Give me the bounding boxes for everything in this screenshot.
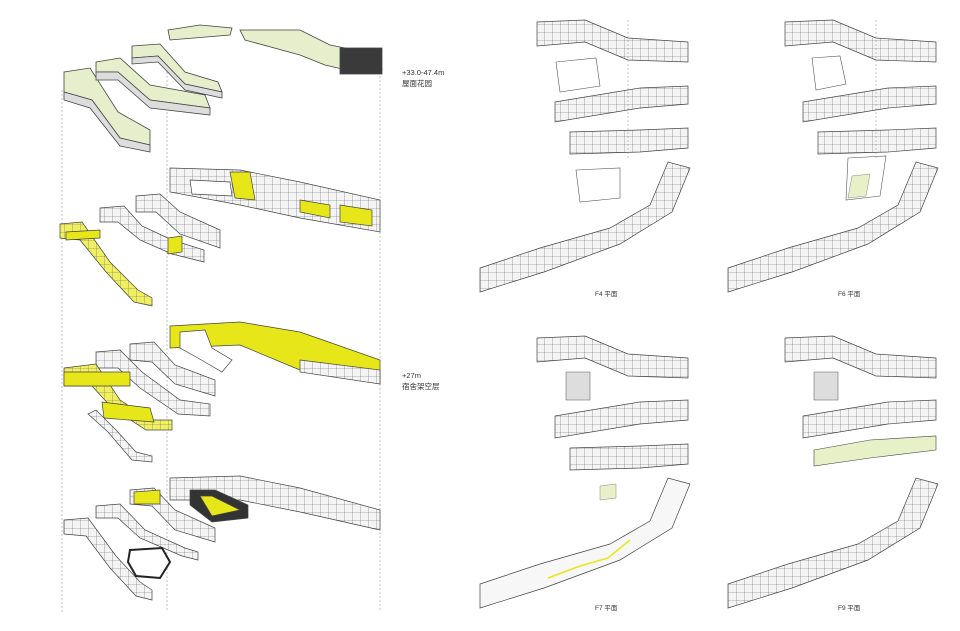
plan-caption-f9: F9 平面 [838,605,861,612]
floor-plan-f9 [727,335,939,609]
level-three [63,321,381,463]
roof-level [63,24,383,153]
elevation-label-top: +33.0-47.4m [402,68,445,77]
level-name-mid: 宿舍架空层 [402,382,440,391]
level-name-top: 屋面花园 [402,79,432,88]
elevation-label-mid: +27m [402,371,421,380]
plan-caption-f7: F7 平面 [595,605,618,612]
floor-plan-f6 [727,19,939,293]
floor-plan-f7 [479,335,691,609]
plan-caption-f6: F6 平面 [838,291,861,298]
level-two [59,167,381,307]
floor-plan-f4 [479,19,691,293]
plan-caption-f4: F4 平面 [595,291,618,298]
level-four [63,475,381,601]
